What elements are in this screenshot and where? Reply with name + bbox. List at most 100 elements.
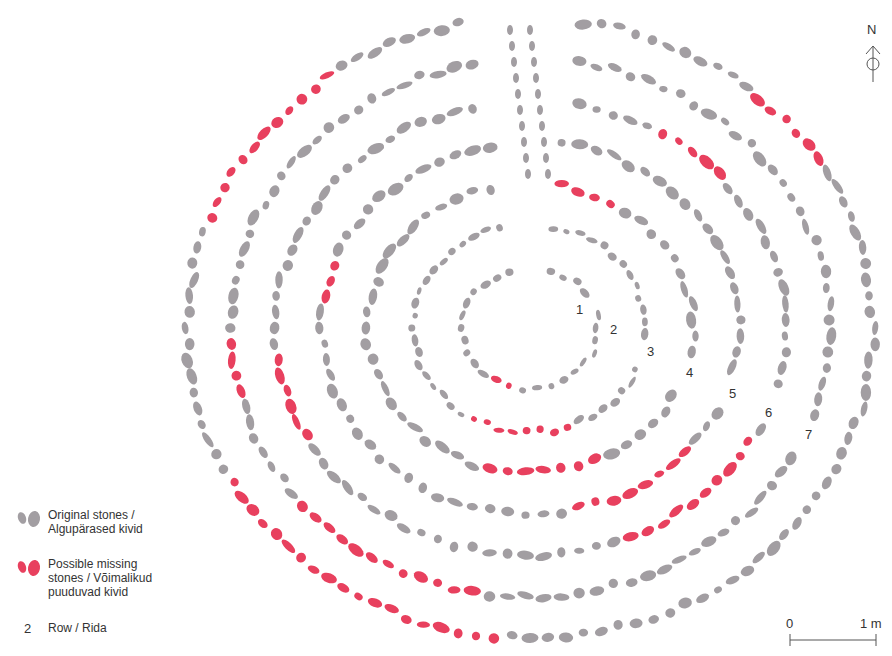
missing-stone [656, 517, 671, 530]
original-stone [692, 331, 699, 342]
original-stone [539, 121, 545, 131]
original-stone [519, 121, 525, 131]
original-stone [414, 162, 433, 176]
original-stone [659, 85, 668, 93]
original-stone [529, 41, 535, 51]
original-stone [633, 214, 650, 227]
original-stone [786, 192, 797, 204]
original-stone [829, 177, 845, 195]
missing-stone [696, 152, 716, 172]
original-stone [619, 158, 637, 175]
missing-stone [535, 465, 551, 474]
original-stone [410, 297, 421, 310]
original-stone [285, 155, 298, 170]
original-stone [843, 431, 853, 445]
original-stone [315, 303, 325, 321]
original-stone [570, 367, 580, 376]
original-stone [192, 241, 202, 255]
missing-stone [235, 383, 248, 399]
original-stone [633, 427, 648, 441]
original-stone [814, 392, 823, 407]
original-stone [634, 281, 641, 290]
missing-stone [274, 353, 283, 366]
original-stone [870, 338, 880, 352]
original-stone [335, 397, 349, 413]
original-stone [372, 367, 385, 381]
original-stone [417, 434, 433, 450]
original-stone [781, 331, 788, 341]
original-stone [245, 208, 262, 228]
original-stone [817, 376, 828, 392]
missing-stone [570, 185, 586, 198]
missing-stone [800, 136, 818, 154]
original-stone [485, 184, 496, 196]
original-stone [752, 489, 768, 507]
original-stone [464, 58, 479, 71]
original-stone [469, 357, 481, 370]
original-stone [417, 482, 428, 494]
missing-stone [763, 105, 778, 118]
original-stone [325, 382, 340, 400]
original-stone [727, 129, 743, 143]
missing-stone [431, 620, 451, 636]
original-stone [847, 415, 861, 431]
missing-stone [677, 444, 693, 459]
original-stone [466, 502, 478, 511]
missing-stone [309, 83, 322, 96]
original-stone [518, 386, 526, 394]
original-stone [572, 276, 583, 286]
original-stone [592, 106, 601, 113]
original-stone [324, 367, 337, 382]
missing-stone [219, 182, 231, 194]
row-number: 4 [686, 365, 693, 380]
original-stone [541, 632, 555, 643]
original-stone [413, 70, 425, 81]
original-stone [731, 345, 742, 359]
original-stone [492, 273, 503, 283]
missing-stone [283, 397, 298, 416]
original-stone [429, 382, 437, 391]
original-stone [480, 225, 492, 234]
original-stone [340, 478, 356, 497]
original-stone [247, 432, 260, 446]
original-stone [445, 59, 464, 75]
missing-stone [308, 510, 324, 524]
original-stone [191, 400, 204, 416]
original-stone [675, 88, 687, 99]
original-stone [384, 134, 396, 144]
original-stone [692, 54, 709, 68]
original-stone [416, 26, 432, 38]
original-stone [433, 24, 450, 37]
original-stone [483, 591, 496, 603]
original-stone [728, 281, 740, 295]
original-stone [627, 376, 637, 389]
original-stone [406, 420, 425, 434]
original-stone [781, 295, 789, 313]
original-stone [545, 169, 551, 179]
original-stone [777, 527, 791, 542]
original-stone [751, 550, 767, 566]
original-stone [322, 353, 330, 366]
original-stone [482, 141, 498, 154]
original-stone [677, 596, 693, 609]
missing-stone [742, 435, 755, 448]
original-stone [396, 80, 414, 91]
original-stone [625, 577, 638, 588]
missing-stone [657, 128, 669, 141]
original-stone [328, 173, 341, 186]
original-stone [597, 402, 610, 414]
original-stone [612, 22, 626, 31]
original-stone [695, 592, 711, 606]
original-stone [687, 100, 700, 113]
original-stone [531, 57, 537, 67]
original-stone [664, 607, 676, 619]
original-stone [237, 239, 253, 258]
original-stone [429, 70, 447, 80]
original-stone [776, 360, 788, 376]
original-stone [413, 115, 428, 128]
original-stone [820, 265, 831, 279]
original-stone [245, 414, 255, 431]
original-stone [591, 349, 598, 359]
north-arrow [866, 46, 880, 82]
original-stone [385, 180, 405, 198]
